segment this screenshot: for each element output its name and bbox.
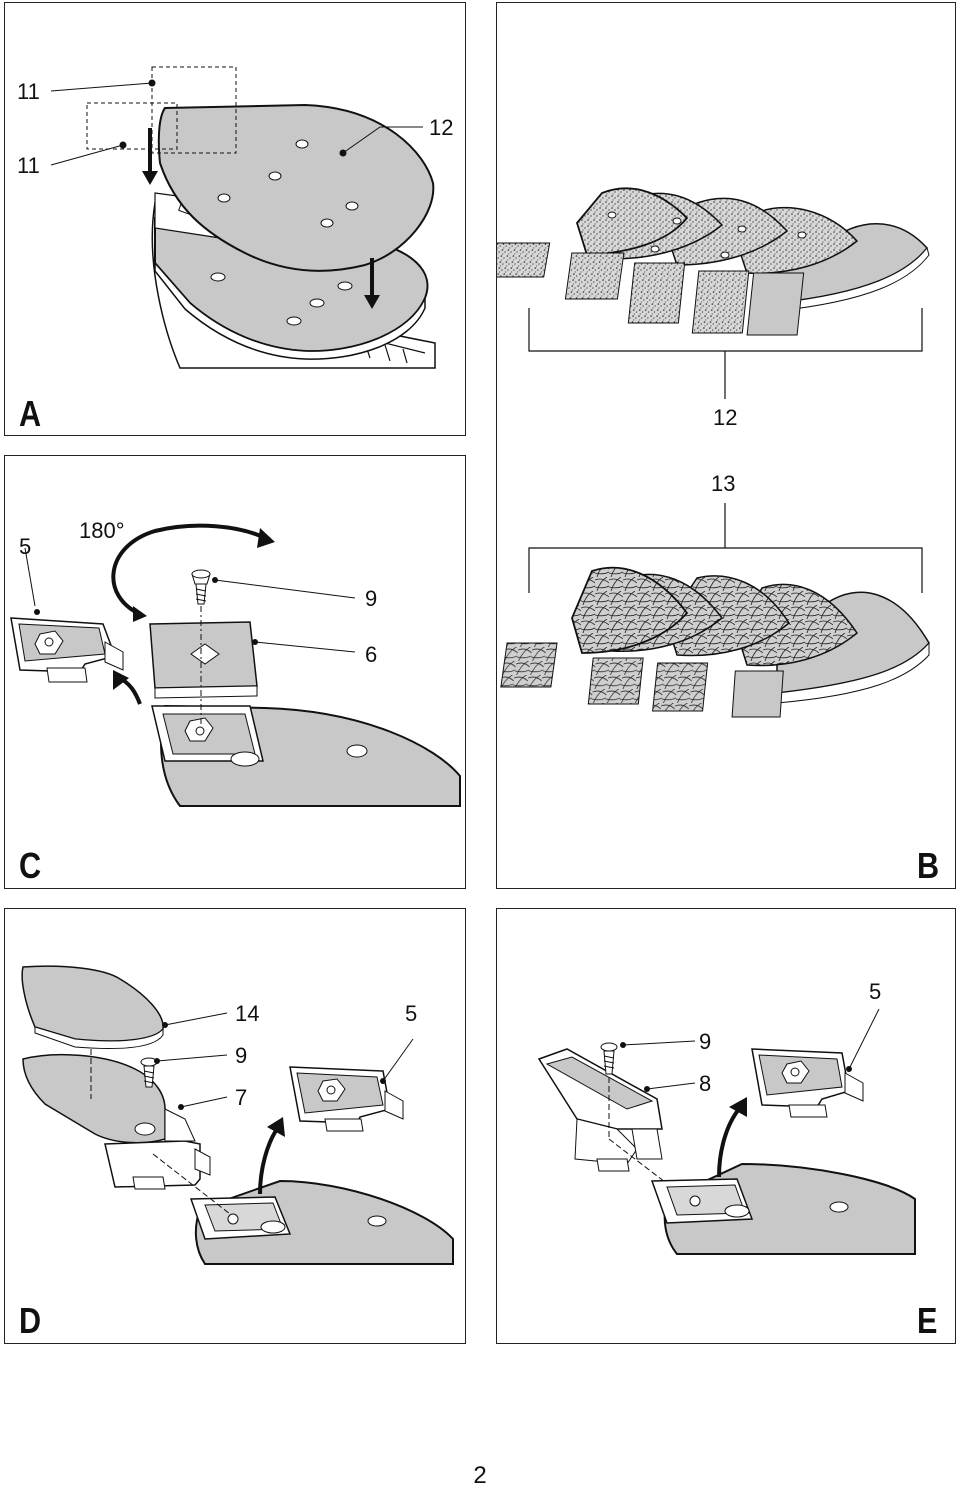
callout-12: 12: [429, 115, 454, 140]
callout-13: 13: [711, 471, 736, 496]
callout-5: 5: [405, 1001, 418, 1026]
callout-5: 5: [869, 979, 882, 1004]
panel-c-illustration: [10, 523, 461, 807]
panel-b: 12 13 B: [496, 2, 956, 889]
callout-180-degrees: 180°: [79, 518, 125, 543]
callout-11-bottom: 11: [17, 153, 40, 178]
panel-b-illustration: [497, 187, 930, 718]
callout-7: 7: [235, 1085, 248, 1110]
panel-d-illustration: [21, 965, 454, 1265]
callout-9: 9: [365, 586, 378, 611]
panel-c: 5 180° 9 6 C: [4, 455, 466, 889]
panel-e-letter: E: [917, 1300, 938, 1341]
panel-b-letter: B: [917, 845, 940, 886]
callout-5: 5: [19, 534, 32, 559]
panel-a-letter: A: [19, 393, 42, 434]
callout-9: 9: [235, 1043, 248, 1068]
panel-c-letter: C: [19, 845, 42, 886]
callout-6: 6: [365, 642, 378, 667]
callout-8: 8: [699, 1071, 712, 1096]
panel-e: 5 9 8 E: [496, 908, 956, 1344]
panel-d: 14 9 7 5 D: [4, 908, 466, 1344]
panel-a: 11 11 12 A: [4, 2, 466, 436]
panel-e-illustration: [537, 1008, 916, 1255]
callout-12: 12: [713, 405, 738, 430]
callout-11-top: 11: [17, 79, 40, 104]
panel-a-illustration: [50, 66, 436, 369]
callout-9: 9: [699, 1029, 712, 1054]
page-number: 2: [473, 1462, 487, 1489]
callout-14: 14: [235, 1001, 260, 1026]
panel-d-letter: D: [19, 1300, 42, 1341]
